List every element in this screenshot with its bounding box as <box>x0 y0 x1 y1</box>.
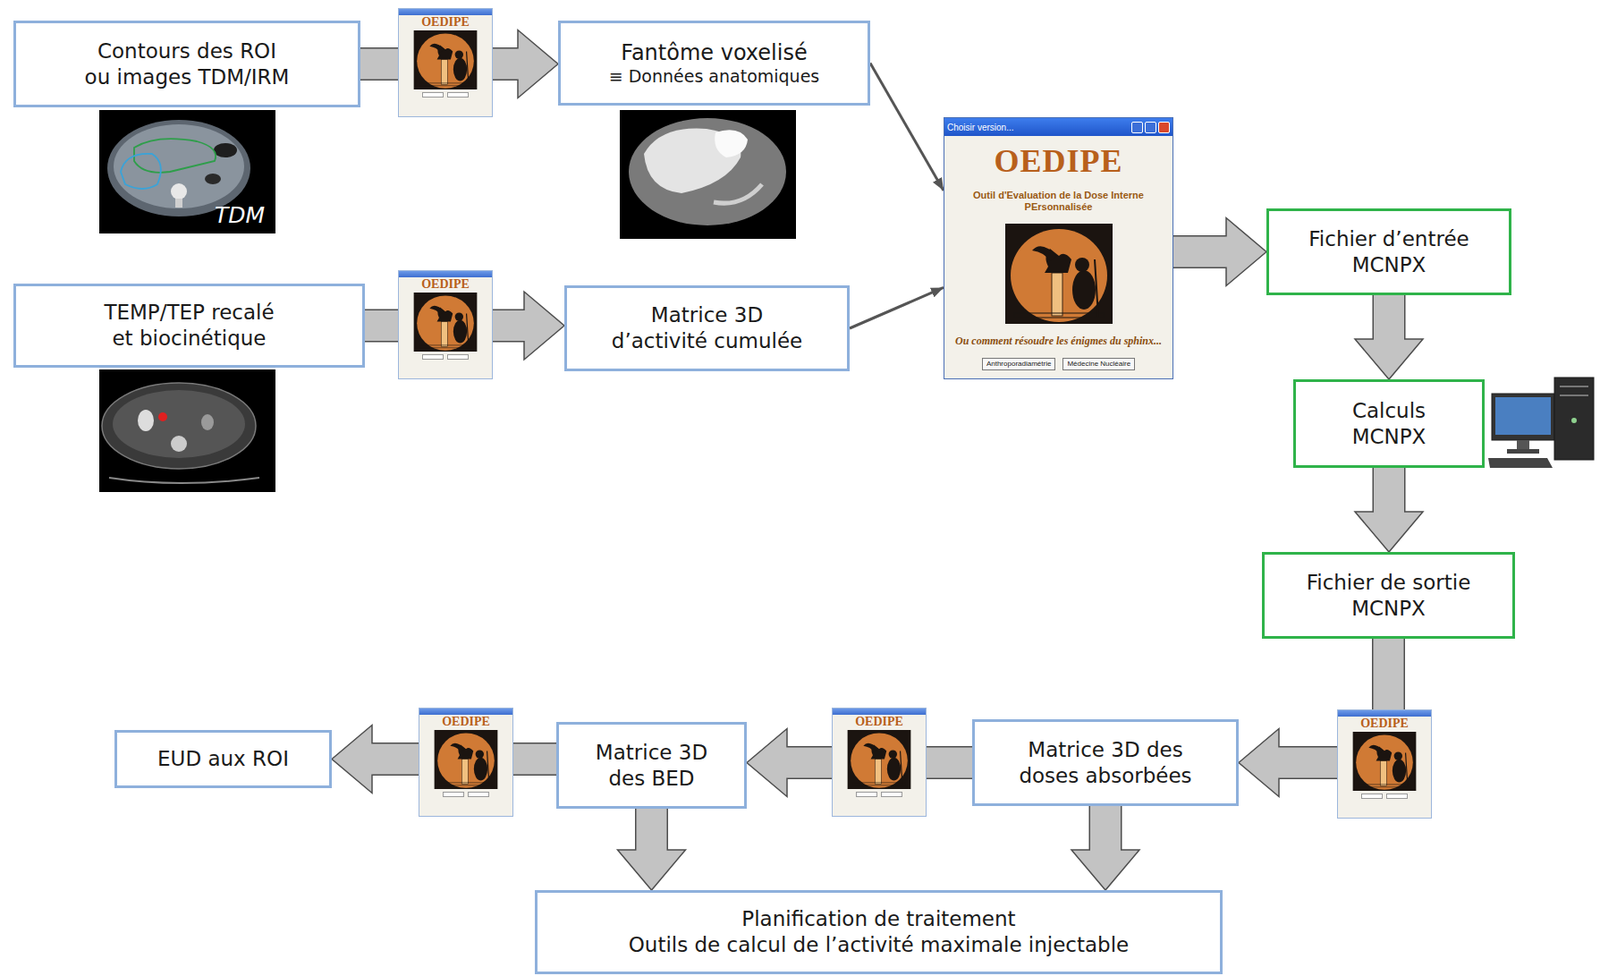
app-motto: Ou comment résoudre les énigmes du sphin… <box>955 334 1162 348</box>
process-box: Matrice 3D d’activité cumulée <box>564 285 850 372</box>
block-arrow <box>360 30 559 99</box>
voxel-phantom-image <box>619 110 796 239</box>
oedipe-icon: OEDIPE <box>831 707 927 817</box>
icon-button <box>1361 793 1383 799</box>
pet-spect-image <box>99 369 276 492</box>
icon-button <box>1386 793 1408 799</box>
icon-button <box>447 354 469 360</box>
box-text: ≡ Données anatomiques <box>609 66 821 88</box>
icon-button <box>422 92 444 98</box>
vase-painting <box>431 729 500 789</box>
vase-painting <box>1005 223 1113 324</box>
box-text: Calculs MCNPX <box>1335 397 1443 450</box>
block-arrow <box>364 291 565 360</box>
window-button <box>1131 121 1143 134</box>
icon-title-bar <box>832 708 926 715</box>
icon-title-bar <box>1337 710 1431 717</box>
box-text: Matrice 3D des BED <box>584 739 720 792</box>
arrow-line <box>849 287 944 329</box>
box-text: EUD aux ROI <box>157 745 289 772</box>
oedipe-icon: OEDIPE <box>418 707 514 817</box>
icon-title-bar <box>398 8 492 16</box>
process-box: Matrice 3D des doses absorbées <box>972 719 1239 806</box>
block-arrow <box>1354 295 1423 380</box>
icon-label: OEDIPE <box>421 277 470 293</box>
icon-button <box>442 791 465 797</box>
block-arrow <box>1071 805 1140 890</box>
oedipe-icon: OEDIPE <box>397 8 493 118</box>
process-box: Fichier de sortie MCNPX <box>1261 551 1516 639</box>
process-box: EUD aux ROI <box>114 729 332 788</box>
box-text: Matrice 3D des doses absorbées <box>1014 736 1198 789</box>
ct-scan-image <box>99 110 276 234</box>
button-row: Anthroporadiamétrie Médecine Nucléaire <box>982 357 1135 371</box>
process-box: Fichier d’entrée MCNPX <box>1266 208 1512 296</box>
window-title-bar: Choisir version... <box>944 118 1173 136</box>
arrow-line <box>870 63 944 192</box>
icon-buttons <box>855 791 903 797</box>
process-box: Fantôme voxelisé≡ Données anatomiques <box>558 20 871 106</box>
vase-painting <box>845 729 914 789</box>
window-button <box>1158 121 1170 134</box>
icon-label: OEDIPE <box>421 15 470 31</box>
oedipe-icon: OEDIPE <box>1337 709 1432 819</box>
app-window: Choisir version... OEDIPE Outil d'Evaluati… <box>943 117 1174 380</box>
box-text: Fichier de sortie MCNPX <box>1292 569 1485 622</box>
process-box: TEMP/TEP recalé et biocinétique <box>13 283 365 368</box>
icon-button <box>880 791 903 797</box>
oedipe-icon: OEDIPE <box>397 270 493 380</box>
computer-icon <box>1488 377 1594 468</box>
icon-buttons <box>422 354 469 360</box>
icon-label: OEDIPE <box>855 714 904 730</box>
box-text: Fichier d’entrée MCNPX <box>1299 226 1479 279</box>
icon-button <box>855 791 878 797</box>
vase-painting <box>411 30 480 90</box>
window-buttons <box>1131 121 1170 134</box>
box-text: Contours des ROI <box>97 38 277 65</box>
box-text: Fantôme voxelisé <box>620 39 807 67</box>
block-arrow <box>746 728 973 797</box>
app-subtitle: Outil d'Evaluation de la Dose Interne PE… <box>948 189 1169 213</box>
box-text: Planification de traitement <box>741 905 1016 932</box>
window-body: OEDIPE Outil d'Evaluation de la Dose Inte… <box>944 135 1173 379</box>
block-arrow <box>617 808 686 890</box>
icon-buttons <box>442 791 490 797</box>
box-text: ou images TDM/IRM <box>84 64 290 91</box>
icon-title-bar <box>419 708 513 715</box>
icon-buttons <box>1361 793 1408 799</box>
image-label: TDM <box>214 202 265 229</box>
box-text: Matrice 3D d’activité cumulée <box>606 302 808 355</box>
icon-label: OEDIPE <box>441 714 491 730</box>
process-box: Calculs MCNPX <box>1293 379 1485 468</box>
app-logo-title: OEDIPE <box>993 143 1123 180</box>
process-box: Contours des ROIou images TDM/IRM <box>13 20 361 108</box>
box-text: Outils de calcul de l’activité maximale … <box>628 931 1130 958</box>
process-box: Planification de traitementOutils de cal… <box>534 889 1223 974</box>
vase-painting <box>411 292 480 352</box>
vase-painting <box>1350 731 1419 791</box>
window-button-label: Médecine Nucléaire <box>1062 357 1135 371</box>
icon-buttons <box>422 92 469 98</box>
block-arrow <box>331 725 557 794</box>
icon-button <box>467 791 490 797</box>
block-arrow <box>1173 218 1267 287</box>
box-text: TEMP/TEP recalé et biocinétique <box>97 299 281 352</box>
process-box: Matrice 3D des BED <box>556 721 747 809</box>
window-title: Choisir version... <box>947 122 1014 133</box>
icon-button <box>422 354 444 360</box>
window-button-label: Anthroporadiamétrie <box>982 357 1056 371</box>
icon-title-bar <box>398 270 492 278</box>
icon-button <box>447 92 469 98</box>
icon-label: OEDIPE <box>1360 716 1409 732</box>
block-arrow <box>1354 467 1423 552</box>
window-button <box>1144 121 1157 134</box>
